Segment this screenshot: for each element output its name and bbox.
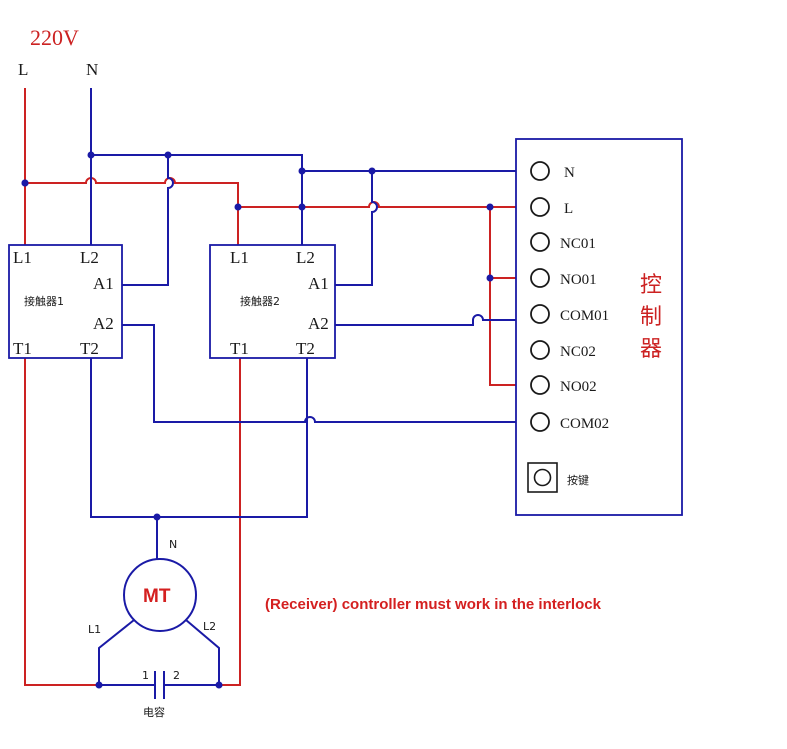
k2-t1-label: T1 (230, 339, 249, 358)
k1-l2-label: L2 (80, 248, 99, 267)
junction-dot (21, 179, 29, 187)
terminal-no01-label: NO01 (560, 272, 597, 288)
motor-n-wire (90, 358, 308, 518)
motor: N MT L1 L2 (88, 538, 220, 685)
controller-box: 控 制 器 N L NC01 NO01 COM01 NC02 NO02 COM0… (515, 138, 683, 516)
supply-voltage: 220V (30, 25, 79, 50)
terminal-no01-circle[interactable] (530, 268, 550, 288)
junction-dot (164, 151, 172, 159)
terminal-nc02-label: NC02 (560, 344, 596, 360)
button-label: 按键 (567, 473, 589, 487)
terminal-nc01-circle[interactable] (530, 232, 550, 252)
junction-dot (87, 151, 95, 159)
terminal-com01-label: COM01 (560, 308, 609, 324)
junction-dot (368, 167, 376, 175)
supply-line-label: L (18, 60, 28, 79)
supply-neutral-label: N (86, 60, 98, 79)
contactor-2: L1 L2 A1 接触器2 A2 T1 T2 (209, 244, 336, 359)
terminal-l-label: L (564, 201, 573, 217)
junction-dot (95, 681, 103, 689)
terminal-nc02-circle[interactable] (530, 340, 550, 360)
motor-n-label: N (169, 538, 177, 551)
k1-t2-label: T2 (80, 339, 99, 358)
neutral-wire-k2-a1 (335, 171, 378, 286)
capacitor-pin2: 2 (173, 669, 180, 682)
line-wire-to-controller (238, 201, 525, 208)
motor-l2-label: L2 (203, 620, 216, 633)
capacitor-label: 电容 (143, 705, 165, 719)
k1-l1-label: L1 (13, 248, 32, 267)
motor-circle (123, 558, 197, 632)
neutral-wire-top (91, 154, 303, 245)
junction-dot (486, 203, 494, 211)
terminal-n-label: N (564, 165, 575, 181)
line-wire-to-k2 (25, 177, 239, 245)
terminal-com02-circle[interactable] (530, 412, 550, 432)
k2-a1-label: A1 (308, 274, 329, 293)
k2-l1-label: L1 (230, 248, 249, 267)
interlock-note: (Receiver) controller must work in the i… (265, 596, 602, 613)
motor-l1-label: L1 (88, 623, 101, 636)
k1-name: 接触器1 (24, 294, 64, 308)
motor-label: MT (143, 586, 171, 607)
motor-l1-lead (98, 619, 135, 685)
motor-l2-lead (185, 619, 220, 685)
k1-t1-label: T1 (13, 339, 32, 358)
k1-a1-label: A1 (93, 274, 114, 293)
capacitor: 1 2 电容 (95, 669, 223, 719)
controller-title-char-2: 制 (640, 305, 662, 330)
k1-a1-wire (122, 155, 174, 286)
k2-l2-label: L2 (296, 248, 315, 267)
k2-a2-label: A2 (308, 314, 329, 333)
terminal-no02-label: NO02 (560, 379, 597, 395)
terminal-com01-circle[interactable] (530, 304, 550, 324)
button-knob-icon[interactable] (533, 468, 552, 487)
controller-title-char-3: 器 (640, 337, 662, 362)
terminal-com02-label: COM02 (560, 416, 609, 432)
capacitor-pin1: 1 (142, 669, 149, 682)
terminal-l-circle[interactable] (530, 197, 550, 217)
contactor-1: L1 L2 A1 接触器1 A2 T1 T2 (8, 244, 123, 359)
terminal-nc01-label: NC01 (560, 236, 596, 252)
junction-dot (298, 167, 306, 175)
controller-title: 控 制 器 (640, 273, 669, 362)
k2-a2-wire (335, 314, 525, 326)
controller-title-char-1: 控 (640, 273, 662, 298)
junction-dot (486, 274, 494, 282)
k1-a2-wire (122, 324, 525, 423)
junction-dot (215, 681, 223, 689)
k2-name: 接触器2 (240, 294, 280, 308)
k1-a2-label: A2 (93, 314, 114, 333)
junction-dot (234, 203, 242, 211)
line-wire-motor-left (24, 358, 99, 686)
terminal-n-circle[interactable] (530, 161, 550, 181)
terminal-no02-circle[interactable] (530, 375, 550, 395)
k2-t2-label: T2 (296, 339, 315, 358)
junction-dot (153, 513, 161, 521)
line-wire-motor-right (219, 358, 241, 686)
